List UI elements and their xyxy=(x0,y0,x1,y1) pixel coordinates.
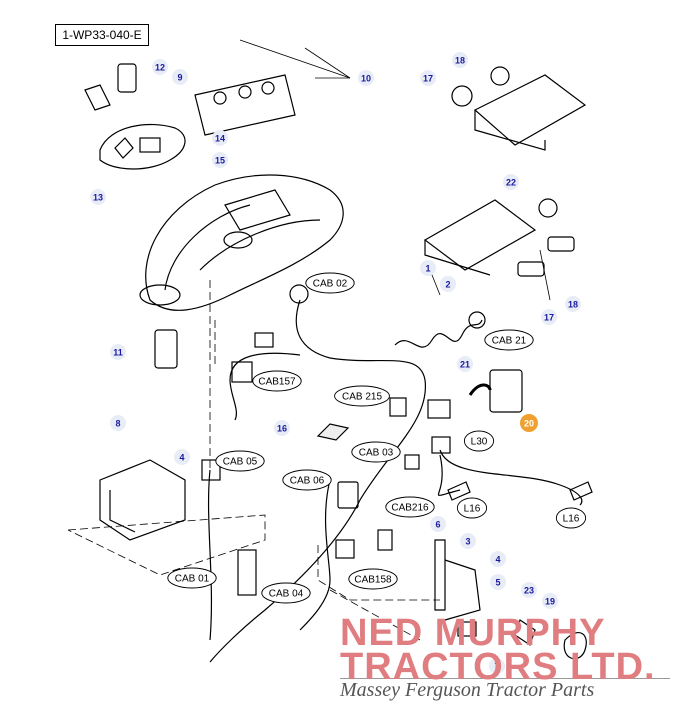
connector-label-cab05[interactable]: CAB 05 xyxy=(223,457,258,468)
part-number-bubble xyxy=(274,420,290,436)
part-number-14[interactable]: 14 xyxy=(215,134,225,144)
lower-cover xyxy=(423,199,537,271)
l16-harness xyxy=(439,449,583,506)
part-number-13[interactable]: 13 xyxy=(93,193,103,203)
main-harness xyxy=(209,299,426,663)
part-number-19[interactable]: 19 xyxy=(545,597,555,607)
connector-bubble-cab157 xyxy=(252,370,302,392)
part-number-bubble xyxy=(430,516,446,532)
part-number-9[interactable]: 9 xyxy=(177,73,182,83)
connector-label-cab216[interactable]: CAB216 xyxy=(391,503,429,514)
warning-label xyxy=(489,369,523,413)
dashboard-console xyxy=(145,174,344,311)
connector-bubble-cab03 xyxy=(351,441,401,463)
part-number-1[interactable]: 1 xyxy=(425,264,430,274)
part-number-bubble xyxy=(489,658,505,674)
connector-bubble-cab06 xyxy=(282,469,332,491)
part-number-bubble xyxy=(110,344,126,360)
connector-bubble-cab02 xyxy=(305,272,355,294)
part-number-7[interactable]: 7 xyxy=(494,662,499,672)
decal xyxy=(316,423,350,441)
connector-label-cab03[interactable]: CAB 03 xyxy=(359,448,394,459)
connector-label-l30[interactable]: L30 xyxy=(471,437,488,448)
watermark-rule xyxy=(340,678,670,679)
part-number-2[interactable]: 2 xyxy=(445,280,450,290)
part-number-4[interactable]: 4 xyxy=(495,555,500,565)
connector-bubble-l16b xyxy=(555,507,587,529)
connector-bubble-cab05 xyxy=(215,450,265,472)
part-number-bubble xyxy=(490,574,506,590)
instrument-pod xyxy=(99,123,186,170)
connector-bubble-l30 xyxy=(463,430,495,452)
relay-bracket xyxy=(434,539,446,611)
part-number-bubble xyxy=(212,152,228,168)
top-cover xyxy=(473,74,587,146)
part-number-bubble xyxy=(457,356,473,372)
watermark-line-1: NED MURPHY xyxy=(340,612,606,654)
connector-label-cab21[interactable]: CAB 21 xyxy=(492,336,527,347)
connector-bubble-cab04 xyxy=(261,582,311,604)
part-number-bubble xyxy=(452,52,468,68)
part-number-bubble xyxy=(541,309,557,325)
part-number-4[interactable]: 4 xyxy=(179,453,184,463)
reference-code-box: 1-WP33-040-E xyxy=(55,24,149,46)
part-number-20[interactable]: 20 xyxy=(524,419,534,429)
part-number-bubble xyxy=(174,449,190,465)
part-number-bubble xyxy=(521,582,537,598)
part-number-18[interactable]: 18 xyxy=(455,56,465,66)
part-number-22[interactable]: 22 xyxy=(506,178,516,188)
part-number-bubble xyxy=(420,260,436,276)
part-number-11[interactable]: 11 xyxy=(113,348,123,358)
part-number-bubble xyxy=(358,70,374,86)
connector-bubble-cab216 xyxy=(385,496,435,518)
connector-bubble-cab01 xyxy=(167,567,217,589)
part-number-5[interactable]: 5 xyxy=(495,578,500,588)
part-number-bubble xyxy=(440,276,456,292)
part-number-bubble xyxy=(460,533,476,549)
part-number-18[interactable]: 18 xyxy=(568,300,578,310)
part-number-17[interactable]: 17 xyxy=(544,313,554,323)
part-number-23[interactable]: 23 xyxy=(524,586,534,596)
part-number-bubble xyxy=(110,415,126,431)
watermark-line-2: TRACTORS LTD. xyxy=(340,646,656,688)
connector-label-l16b[interactable]: L16 xyxy=(563,514,580,525)
switch-panel xyxy=(194,74,296,136)
part-number-10[interactable]: 10 xyxy=(361,74,371,84)
part-number-bubble xyxy=(152,59,168,75)
coiled-lead xyxy=(394,319,483,348)
connector-label-cab158[interactable]: CAB158 xyxy=(354,575,392,586)
part-number-bubble xyxy=(90,189,106,205)
connector-label-cab01[interactable]: CAB 01 xyxy=(175,574,210,585)
part-number-3[interactable]: 3 xyxy=(465,537,470,547)
connector-label-cab06[interactable]: CAB 06 xyxy=(290,476,325,487)
highlight-marker-part-20 xyxy=(520,414,538,432)
part-number-bubble xyxy=(503,174,519,190)
part-number-bubble xyxy=(172,69,188,85)
connector-bubble-cab215 xyxy=(334,385,390,407)
part-number-bubble xyxy=(565,296,581,312)
connector-bubble-cab21 xyxy=(484,329,534,351)
part-number-bubble xyxy=(420,70,436,86)
part-number-17[interactable]: 17 xyxy=(423,74,433,84)
part-number-bubble xyxy=(212,130,228,146)
connector-label-cab157[interactable]: CAB157 xyxy=(258,377,296,388)
part-number-15[interactable]: 15 xyxy=(215,156,225,166)
part-number-21[interactable]: 21 xyxy=(460,360,470,370)
part-number-16[interactable]: 16 xyxy=(277,424,287,434)
connector-bubble-l16a xyxy=(456,497,488,519)
connector-label-l16a[interactable]: L16 xyxy=(464,504,481,515)
part-number-bubble xyxy=(490,551,506,567)
control-module xyxy=(99,459,186,541)
watermark-line-3: Massey Ferguson Tractor Parts xyxy=(340,679,595,701)
connector-label-cab215[interactable]: CAB 215 xyxy=(342,392,382,403)
part-number-12[interactable]: 12 xyxy=(155,63,165,73)
connector-bubble-cab158 xyxy=(348,568,398,590)
part-number-8[interactable]: 8 xyxy=(115,419,120,429)
part-number-bubble xyxy=(542,593,558,609)
connector-label-cab02[interactable]: CAB 02 xyxy=(313,279,348,290)
part-number-6[interactable]: 6 xyxy=(435,520,440,530)
connector-label-cab04[interactable]: CAB 04 xyxy=(269,589,304,600)
